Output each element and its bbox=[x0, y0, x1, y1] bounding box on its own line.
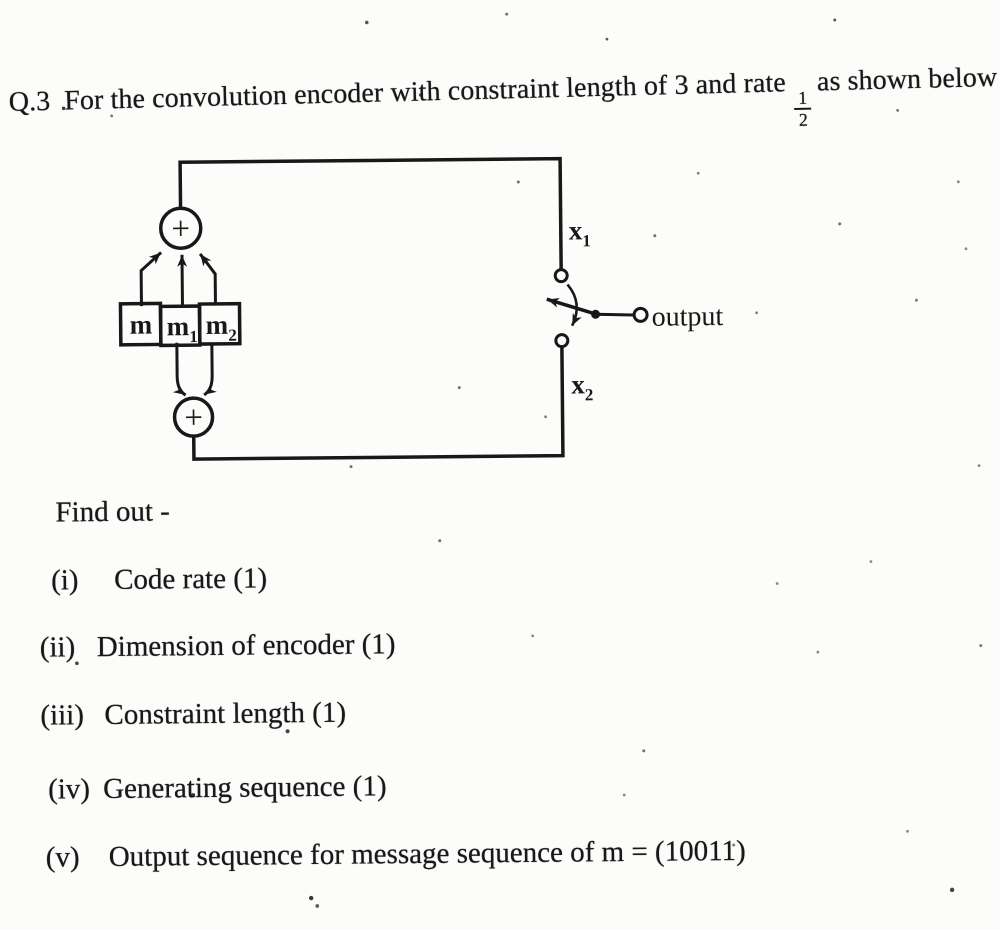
top-adder-to-x1-wire bbox=[178, 156, 563, 272]
top-adder-circle bbox=[158, 206, 203, 251]
x1-label: x1 bbox=[569, 215, 591, 250]
commutator-switch bbox=[546, 268, 649, 349]
register-label-m: m bbox=[130, 310, 153, 340]
x2-terminal bbox=[554, 333, 570, 349]
item-text: Code rate (1) bbox=[113, 562, 268, 596]
output-wire bbox=[594, 312, 634, 317]
tap-m2-to-top-adder bbox=[198, 252, 217, 306]
bottom-adder-plus: + bbox=[184, 400, 203, 436]
item-text: Output sequence for message sequence of … bbox=[108, 834, 746, 873]
item-text: Generating sequence (1) bbox=[102, 770, 387, 806]
register-cell-m2 bbox=[197, 301, 242, 346]
item-text: Dimension of encoder (1) bbox=[96, 628, 396, 664]
output-label: output bbox=[651, 301, 723, 333]
question-item-v: (v) Output sequence for message sequence… bbox=[45, 835, 746, 875]
item-numeral: (v) bbox=[45, 841, 80, 874]
bottom-adder-circle bbox=[172, 396, 215, 438]
switch-arm bbox=[546, 297, 599, 317]
switch-rotation-arrow bbox=[566, 283, 582, 327]
tap-m-to-top-adder bbox=[139, 251, 163, 307]
bottom-adder-to-x2-wire bbox=[191, 345, 565, 461]
output-terminal bbox=[632, 306, 649, 323]
item-text: Constraint length (1) bbox=[104, 696, 347, 732]
find-out-heading: Find out - bbox=[55, 495, 171, 529]
shift-register: m m1 m2 bbox=[118, 301, 242, 348]
top-adder-plus: + bbox=[171, 211, 190, 247]
question-item-iii: (iii) Constraint length (1) bbox=[40, 697, 346, 733]
item-numeral: (ii) bbox=[39, 631, 76, 664]
register-label-m2: m2 bbox=[206, 310, 237, 345]
register-label-m1: m1 bbox=[167, 311, 198, 346]
question-item-ii: (ii) Dimension of encoder (1) bbox=[39, 628, 396, 665]
x2-label: x2 bbox=[571, 369, 593, 404]
item-numeral: (iii) bbox=[40, 699, 85, 732]
question-item-iv: (iv) Generating sequence (1) bbox=[47, 770, 387, 807]
item-numeral: (i) bbox=[50, 564, 79, 597]
tap-right-to-bottom-adder bbox=[203, 342, 217, 397]
question-item-i: (i) Code rate (1) bbox=[50, 562, 267, 598]
item-numeral: (iv) bbox=[47, 773, 91, 806]
x1-terminal bbox=[553, 268, 569, 284]
tap-left-to-bottom-adder bbox=[172, 342, 187, 397]
